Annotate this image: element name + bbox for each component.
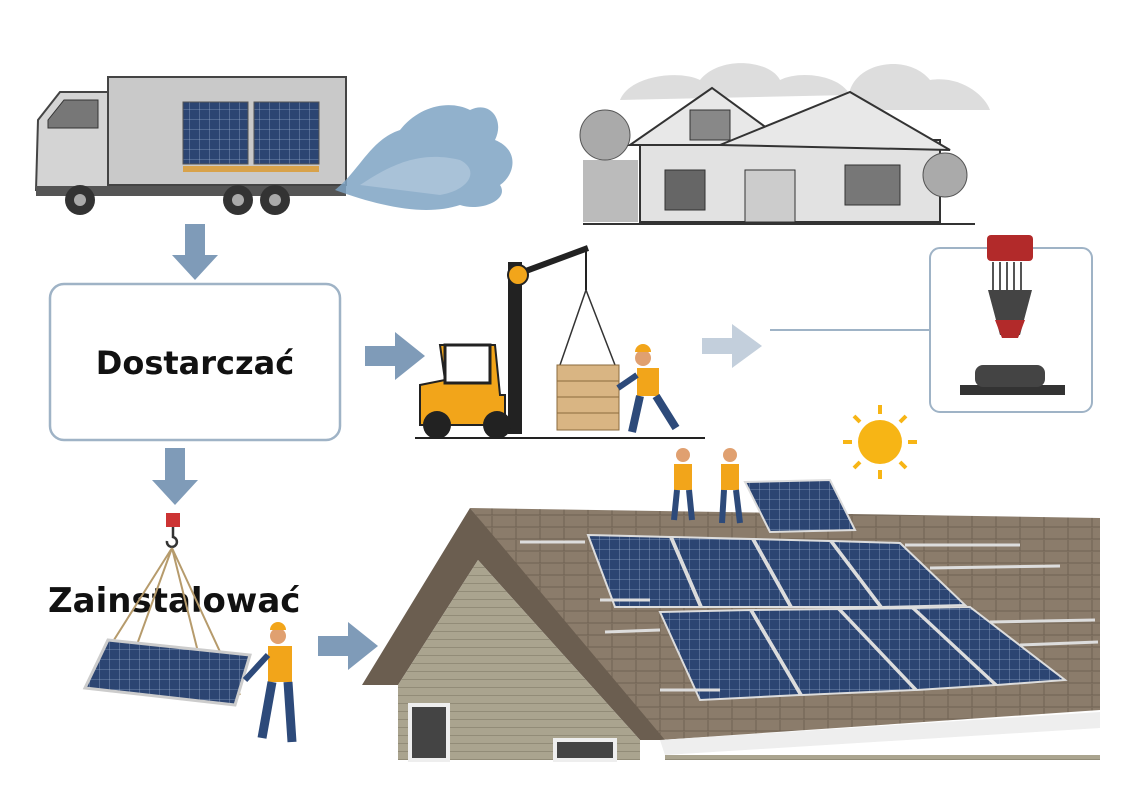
arrow-right-icon: [365, 332, 425, 380]
solar-panel-array: [586, 478, 1068, 702]
install-label: Zainstalować: [48, 581, 300, 621]
deliver-step-box: Dostarczać: [48, 282, 342, 442]
crane-hook-lifting-panel: [82, 513, 297, 743]
house-with-solar-roof-illustration: [362, 448, 1100, 762]
mounting-rails: [520, 540, 1099, 692]
arrow-down-icon: [172, 224, 218, 280]
deliver-label: Dostarczać: [96, 344, 294, 382]
sun-icon: [843, 405, 917, 479]
arrow-right-light-icon: [702, 324, 762, 368]
forklift-crane-illustration: [415, 245, 705, 439]
worker-figure: [719, 448, 743, 524]
solar-panel-cargo: [182, 101, 320, 172]
water-splash-illustration: [335, 105, 513, 210]
mounting-hardware-box: [929, 235, 1093, 413]
worker-figure: [616, 344, 680, 433]
house-illustration: [579, 63, 990, 225]
worker-figure: [671, 448, 695, 521]
delivery-truck-illustration: [34, 76, 347, 215]
worker-figure: [242, 622, 297, 743]
arrow-right-icon: [318, 622, 378, 670]
arrow-down-icon: [152, 448, 198, 505]
